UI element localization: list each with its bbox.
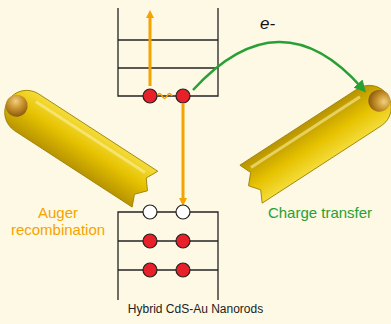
auger-arrow-up [149,14,152,86]
nanorod [237,76,391,204]
process-label: Charge transfer [265,204,375,221]
charge-transfer-arrow [193,42,362,90]
carriers [143,89,190,277]
wiggle [157,94,172,99]
caption: Hybrid CdS-Au Nanorods [0,303,391,317]
conduction-band [118,8,218,96]
valence-band [118,212,218,300]
process-label: Auger recombination [6,204,110,239]
electron-label: e- [260,14,275,34]
auger-arrow-down [182,104,185,202]
nanorod [0,81,159,209]
